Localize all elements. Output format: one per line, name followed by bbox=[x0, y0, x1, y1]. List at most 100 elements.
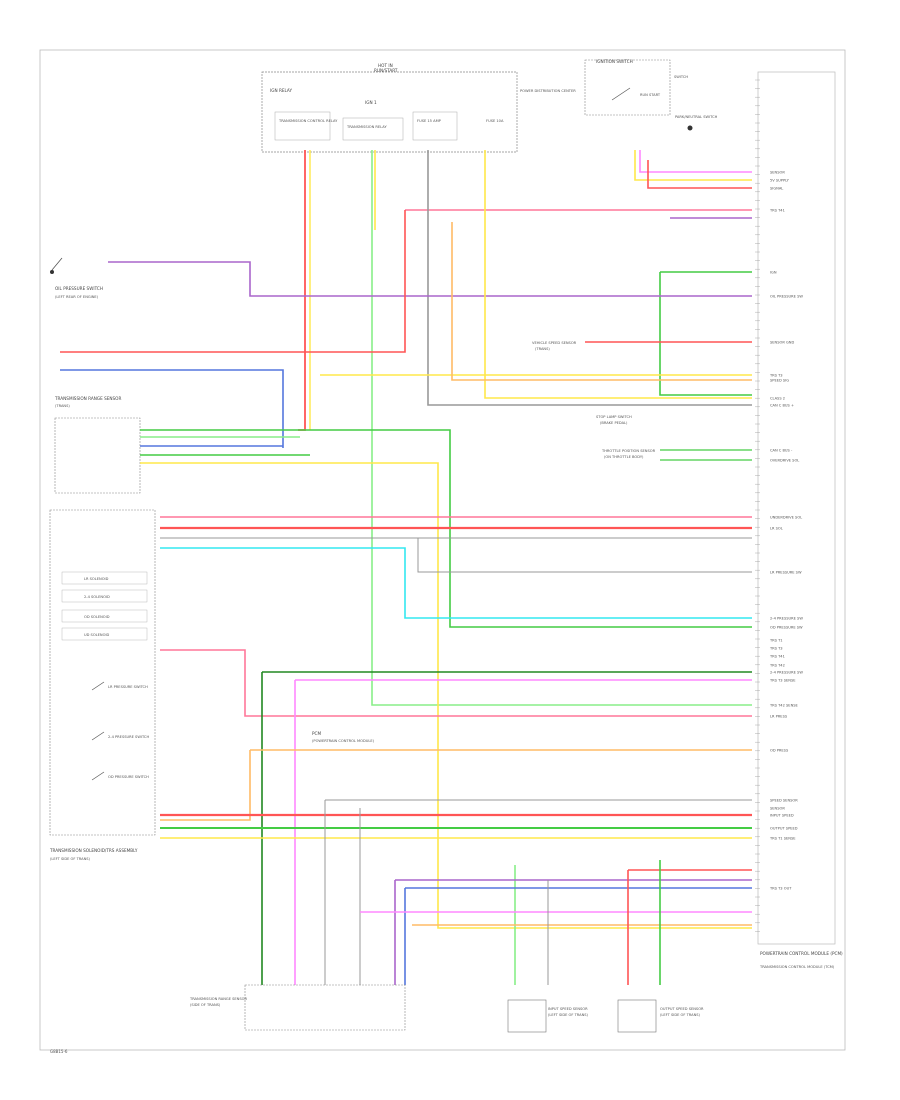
oil-pressure-ground bbox=[50, 270, 54, 274]
wire-gray-2 bbox=[417, 538, 752, 573]
pcm-pin-label: LR PRESSURE SW bbox=[770, 571, 802, 575]
solenoid-label: UD SOLENOID bbox=[84, 633, 109, 637]
pressure-switch bbox=[91, 681, 105, 691]
pcm-pin-label: TRS T42 bbox=[769, 664, 785, 668]
wire-orange-1 bbox=[451, 222, 752, 381]
relay-label-1: TRANSMISSION CONTROL RELAY bbox=[278, 119, 338, 123]
wire-pink-ign bbox=[639, 150, 752, 173]
fuse-label-1: FUSE 15 AMP bbox=[417, 119, 442, 123]
ignition-switch-title: IGNITION SWITCH bbox=[596, 59, 633, 64]
wire-red-main bbox=[298, 150, 306, 431]
wire-yellow-3 bbox=[484, 150, 752, 399]
park-neutral-label: PARK/NEUTRAL SWITCH bbox=[675, 115, 718, 119]
wire-violet-oil bbox=[108, 261, 752, 297]
pcm-pin-label: UNDERDRIVE SOL bbox=[770, 516, 802, 520]
pressure-switch bbox=[91, 731, 105, 741]
fuse-box-1 bbox=[412, 111, 458, 141]
bottom-sensor-title: TRANSMISSION RANGE SENSOR bbox=[189, 997, 247, 1001]
relay-box-1 bbox=[274, 111, 331, 141]
bottom-sensor-sub: (SIDE OF TRANS) bbox=[190, 1003, 221, 1007]
power-dist-label: POWER DISTRIBUTION CENTER bbox=[520, 89, 576, 93]
oil-pressure-sub: (LEFT REAR OF ENGINE) bbox=[55, 295, 99, 299]
pcm-pin-label: TRS T1 bbox=[769, 639, 783, 643]
pcm-pin-label: TRS T3 SENSE bbox=[769, 679, 796, 683]
ignition-switch-label: SWITCH bbox=[674, 75, 688, 79]
wire-gray-1 bbox=[427, 150, 752, 406]
trans-range-box bbox=[54, 417, 141, 494]
pcm-pin-label: OD PRESSURE SW bbox=[770, 626, 803, 630]
bottom-sensor-box bbox=[244, 984, 406, 1031]
pcm-pin-label: TRS T41 bbox=[769, 655, 785, 659]
solenoid-row bbox=[61, 589, 148, 603]
solenoid-label: 2-4 SOLENOID bbox=[84, 595, 110, 599]
speed-sensor-sub: (TRANS) bbox=[535, 347, 550, 351]
trans-range-sub: (TRANS) bbox=[55, 404, 70, 408]
pcm-pin-label: SIGNAL bbox=[770, 187, 783, 191]
pcm-pin-label: 2-4 PRESSURE SW bbox=[770, 671, 803, 675]
pcm-pin-label: CAN C BUS - bbox=[770, 449, 793, 453]
pcm-pin-label: 2-4 PRESSURE SW bbox=[770, 617, 803, 621]
pcm-pin-label: SENSOR bbox=[770, 171, 785, 175]
output-speed-title: OUTPUT SPEED SENSOR bbox=[660, 1007, 704, 1011]
wire-green-3 bbox=[659, 272, 752, 396]
pcm-sub: TRANSMISSION CONTROL MODULE (TCM) bbox=[759, 965, 835, 969]
ignition-box-title1: HOT IN bbox=[378, 63, 393, 68]
solenoid-label: LR SOLENOID bbox=[84, 577, 109, 581]
ground-symbol bbox=[687, 125, 693, 131]
pcm-pin-label: CAN C BUS + bbox=[770, 404, 794, 408]
wire-orange-3 bbox=[160, 750, 251, 821]
pcm-pin-label: INPUT SPEED bbox=[770, 814, 794, 818]
solenoid-row bbox=[61, 571, 148, 585]
wire-yellow-ign bbox=[634, 150, 752, 181]
wire-blue-left bbox=[60, 369, 284, 448]
pcm-pin-label: CLASS 2 bbox=[770, 397, 785, 401]
input-speed-sensor bbox=[507, 999, 547, 1033]
solenoid-row bbox=[61, 627, 148, 641]
output-speed-sub: (LEFT SIDE OF TRANS) bbox=[660, 1013, 701, 1017]
wire-cyan-sol bbox=[160, 547, 752, 619]
pcm-pin-label: SENSOR GND bbox=[770, 341, 794, 345]
trans-range-title: TRANSMISSION RANGE SENSOR bbox=[54, 396, 121, 401]
output-speed-sensor bbox=[617, 999, 657, 1033]
solenoid-pack-box bbox=[49, 509, 156, 836]
solenoid-label: OD SOLENOID bbox=[84, 615, 110, 619]
pcm-pin-label: OUTPUT SPEED bbox=[770, 827, 798, 831]
throttle-title: THROTTLE POSITION SENSOR bbox=[601, 449, 656, 453]
figure-code: G8B15-6 bbox=[50, 1049, 68, 1054]
stoplamp-sub: (BRAKE PEDAL) bbox=[600, 421, 628, 425]
pressure-switch-label: LR PRESSURE SWITCH bbox=[108, 685, 148, 689]
input-speed-sub: (LEFT SIDE OF TRANS) bbox=[548, 1013, 589, 1017]
relay-box-2 bbox=[342, 117, 404, 141]
pcm-pin-label: TRS T1 SENSE bbox=[769, 837, 796, 841]
ignition-switch-box bbox=[584, 59, 671, 116]
ignition-box-title2: RUN/START bbox=[374, 68, 398, 73]
pcm-pin-label: TRS T3 OUT bbox=[769, 887, 792, 891]
solenoid-pack-sub: (LEFT SIDE OF TRANS) bbox=[50, 857, 91, 861]
pressure-switch-label: OD PRESSURE SWITCH bbox=[108, 775, 149, 779]
solenoid-rows: LR SOLENOID 2-4 SOLENOID OD SOLENOID UD SOL… bbox=[61, 571, 149, 781]
ignition-switch-contact bbox=[611, 87, 631, 101]
wire-green-main bbox=[371, 150, 752, 706]
wire-pink-2 bbox=[160, 649, 752, 717]
oil-pressure-switch bbox=[51, 257, 63, 271]
pcm-pin-label: OVERDRIVE SOL bbox=[770, 459, 799, 463]
throttle-sub: (ON THROTTLE BODY) bbox=[604, 455, 644, 459]
pcm-pin-label: 5V SUPPLY bbox=[770, 179, 790, 183]
solenoid-row bbox=[61, 609, 148, 623]
pcm-pin-label: SPEED SIG bbox=[770, 379, 789, 383]
fuse-label-2: FUSE 10A bbox=[486, 119, 504, 123]
stoplamp-title: STOP LAMP SWITCH bbox=[596, 415, 632, 419]
pcm-pin-label: TRS T3 bbox=[769, 374, 783, 378]
relay-label-2: TRANSMISSION RELAY bbox=[346, 125, 387, 129]
pcm-pin-label: SENSOR bbox=[770, 807, 785, 811]
ignition-box bbox=[261, 71, 518, 153]
pcm-pin-label: LR SOL bbox=[770, 527, 783, 531]
pressure-switch bbox=[91, 771, 105, 781]
pcm-pin-label: TRS T41 bbox=[769, 209, 785, 213]
ignition-box-sub: IGN 1 bbox=[365, 100, 377, 105]
pcm-pin-label: OD PRESS bbox=[770, 749, 789, 753]
ignition-switch-runstart: RUN START bbox=[640, 93, 661, 97]
pcm-note-title: PCM bbox=[312, 731, 321, 736]
